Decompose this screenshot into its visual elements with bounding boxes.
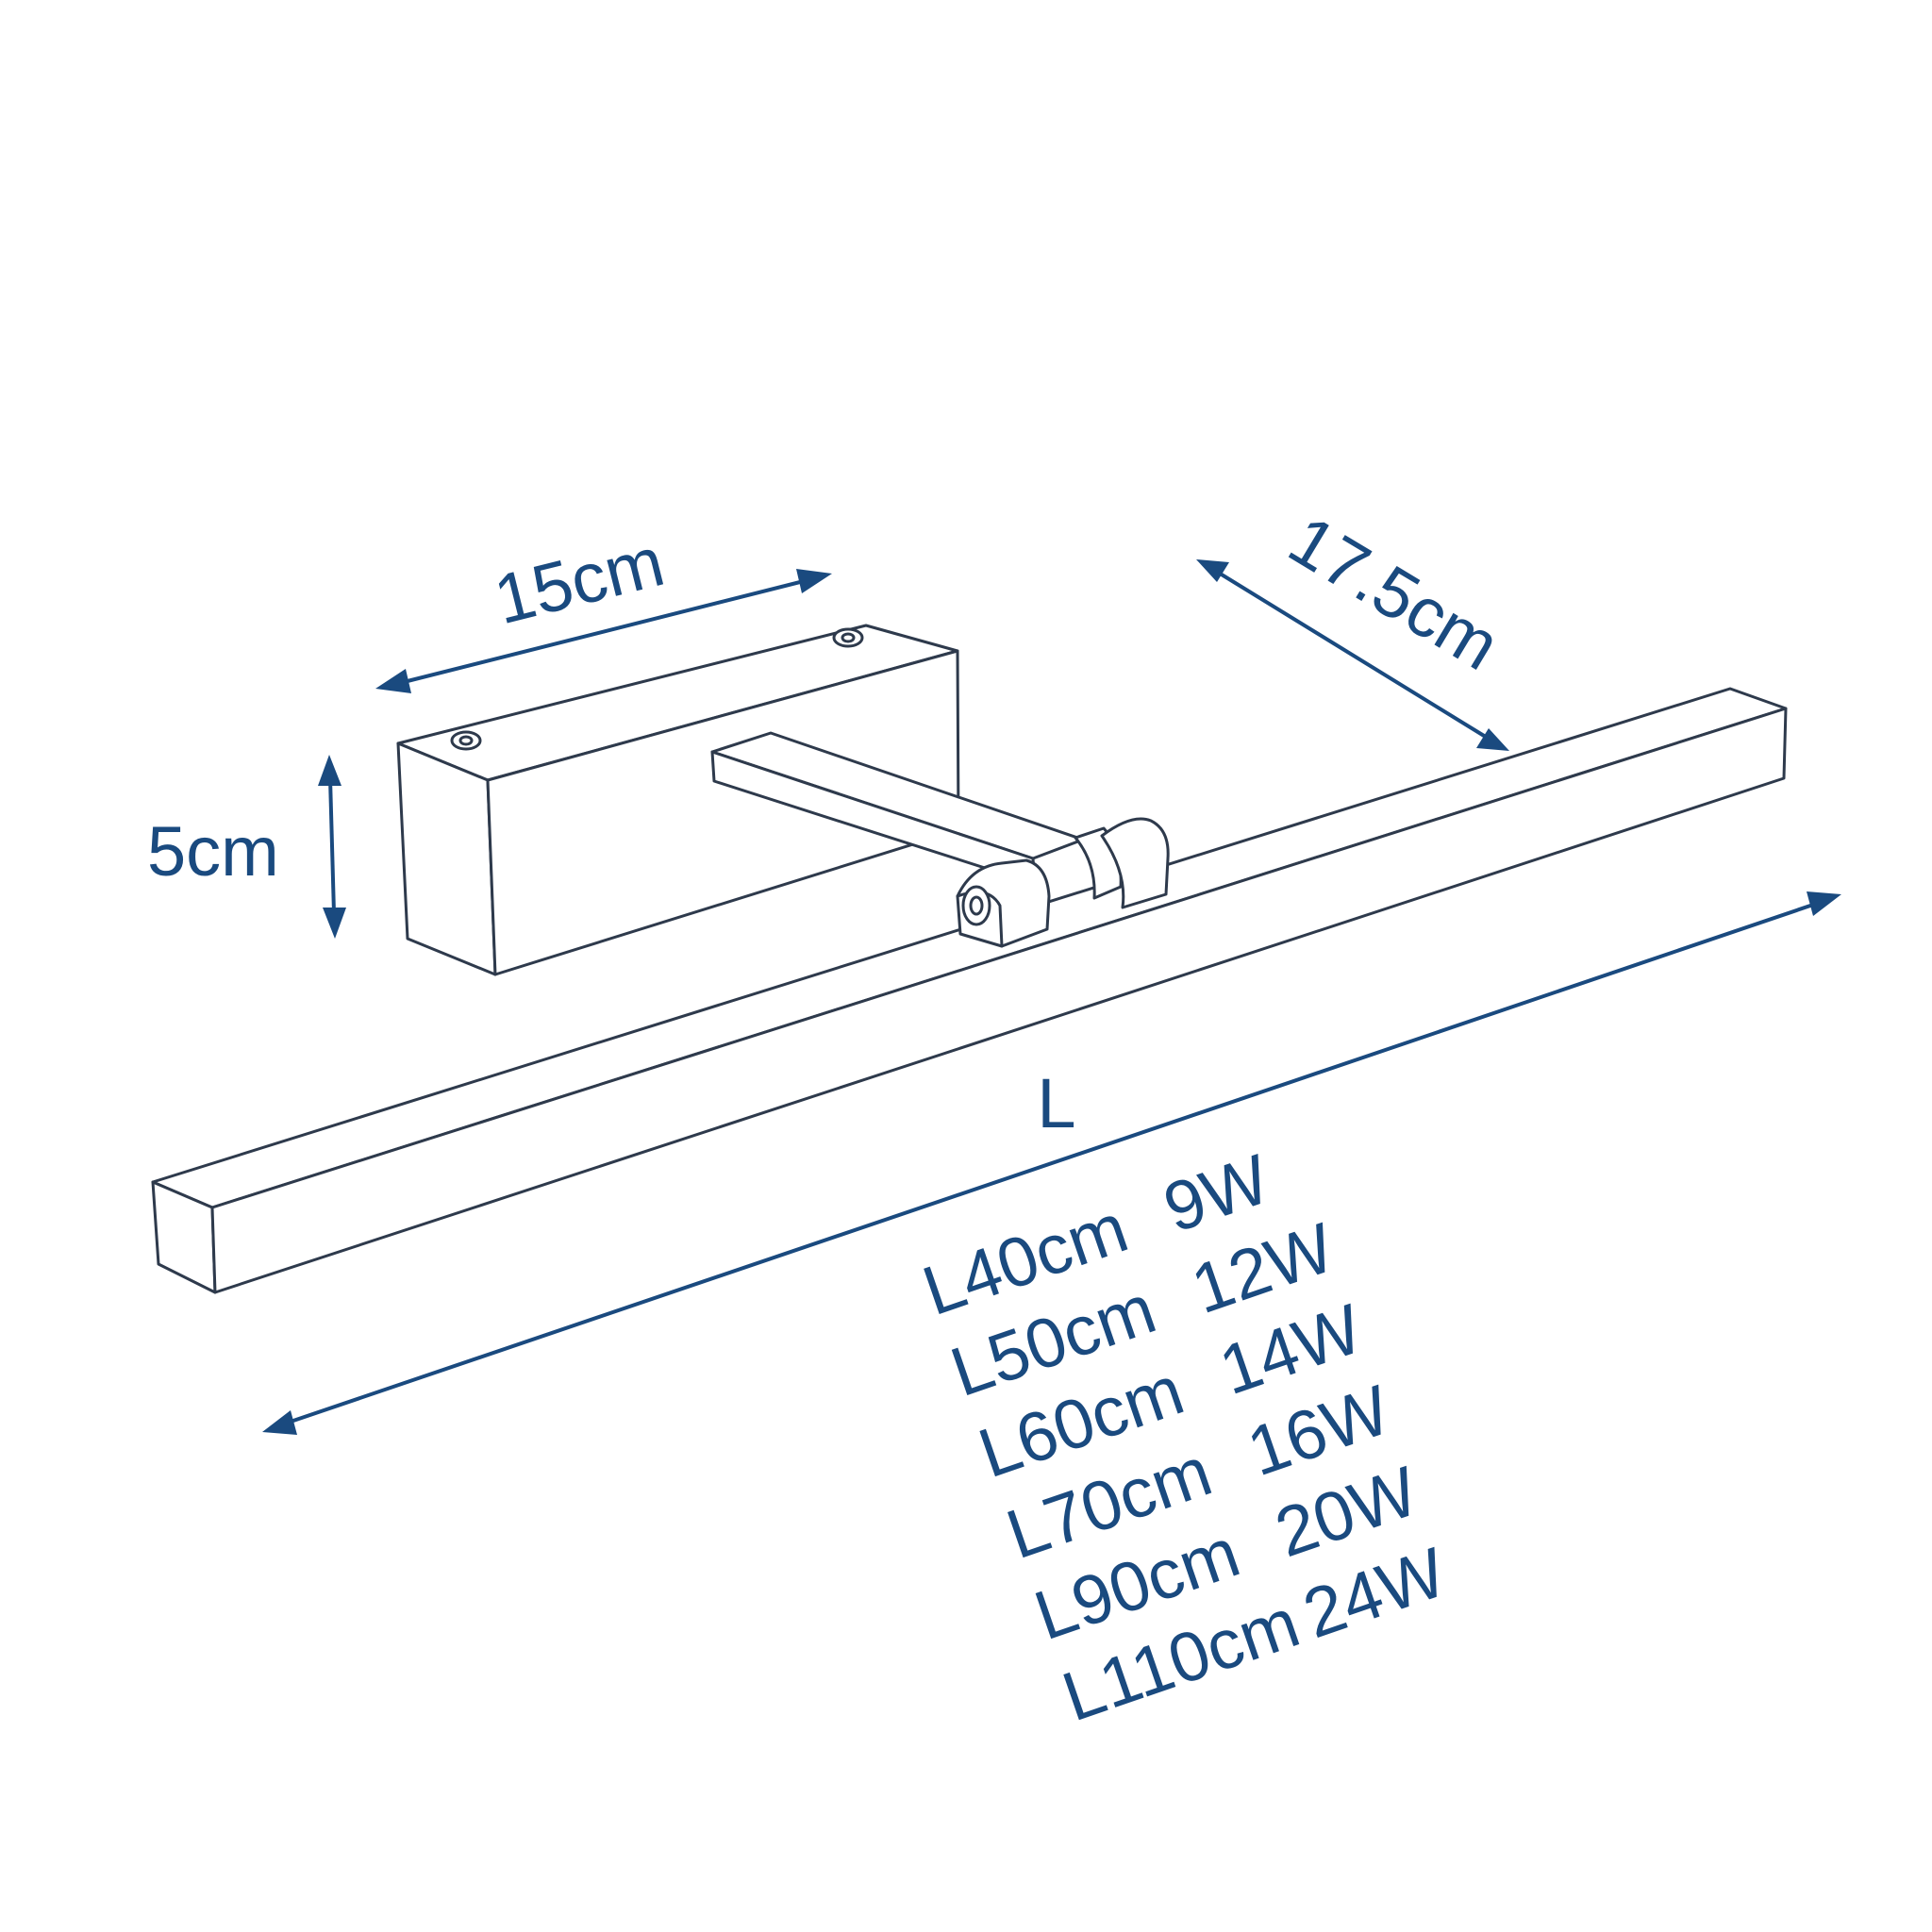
spec-list: L40cm 9W L50cm 12W L60cm 14W L70cm 16W L… xyxy=(913,1140,1455,1737)
height-label: 5cm xyxy=(147,812,279,891)
height-dimension: 5cm xyxy=(147,755,346,939)
light-bar xyxy=(151,687,1788,1294)
screw-hole-right xyxy=(832,627,864,648)
arm-dimension: 17.5cm xyxy=(1196,500,1513,751)
mount-box xyxy=(396,624,960,976)
hinge-joint xyxy=(956,817,1170,948)
length-dimension: L xyxy=(262,891,1841,1435)
arm-label: 17.5cm xyxy=(1276,500,1513,685)
screw-hole-left xyxy=(450,730,482,751)
length-label: L xyxy=(1037,1064,1075,1142)
